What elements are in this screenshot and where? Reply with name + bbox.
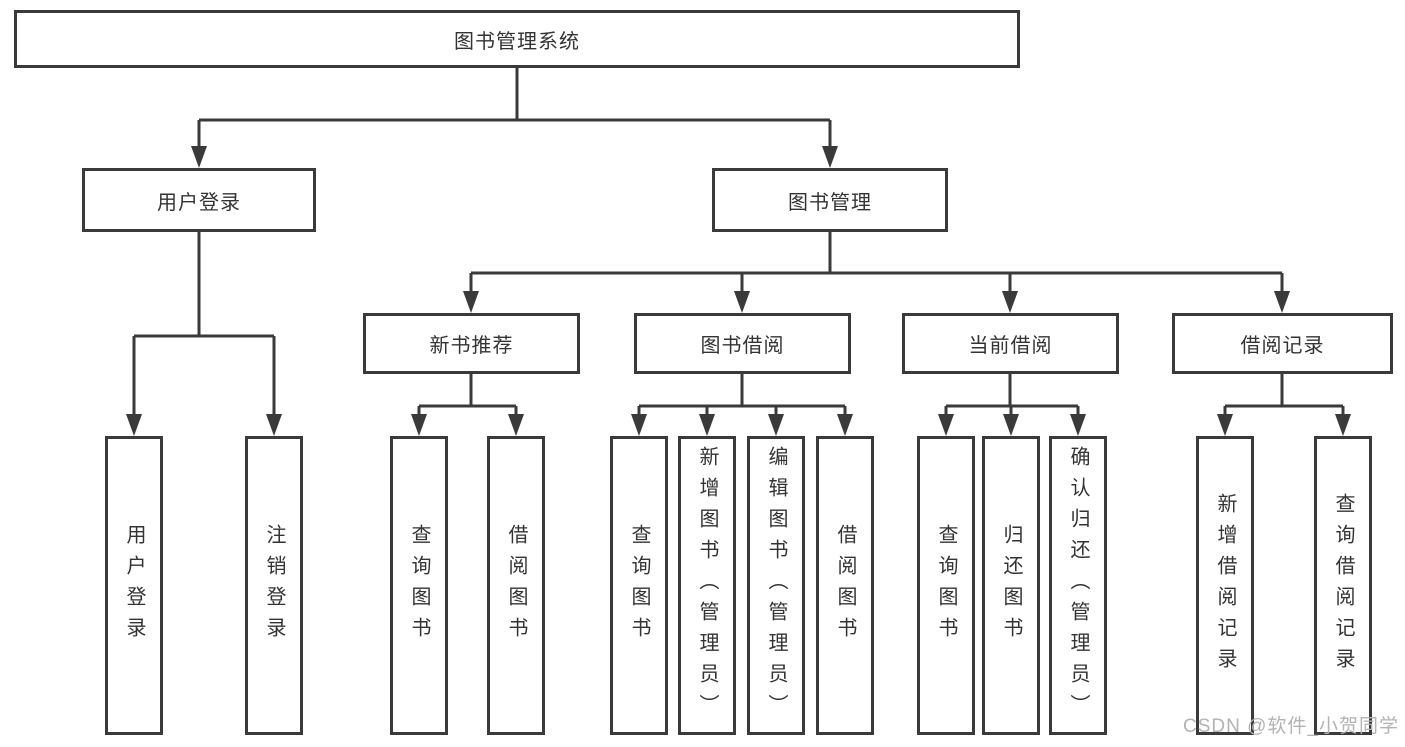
leaf-add-books-admin: 新增图书（管理员） — [678, 436, 736, 735]
leaf-return-books: 归还图书 — [982, 436, 1040, 735]
arrowheads-current-borrow — [938, 414, 1086, 436]
leaf-borrow-books: 借阅图书 — [816, 436, 874, 735]
arrowheads-book-management — [463, 291, 1290, 313]
node-user-login-label: 用户登录 — [157, 191, 241, 214]
leaf-query-borrow-record-label: 查询借阅记录 — [1332, 492, 1354, 679]
node-new-book-recommend: 新书推荐 — [363, 313, 580, 374]
node-book-borrow: 图书借阅 — [634, 313, 851, 374]
edges-current-borrow — [944, 374, 1080, 416]
leaf-add-borrow-record-label: 新增借阅记录 — [1214, 492, 1236, 679]
leaf-recommend-query-books: 查询图书 — [390, 436, 448, 735]
edges-user-login — [132, 232, 276, 416]
leaf-logout-label: 注销登录 — [263, 523, 285, 648]
leaf-return-books-label: 归还图书 — [1000, 523, 1022, 648]
node-root-label: 图书管理系统 — [454, 30, 580, 53]
arrowheads-borrow-records — [1217, 414, 1351, 436]
leaf-confirm-return-admin-label: 确认归还（管理员） — [1067, 446, 1089, 725]
arrowheads-user-login — [126, 414, 282, 436]
leaf-confirm-return-admin: 确认归还（管理员） — [1049, 436, 1107, 735]
node-book-management: 图书管理 — [712, 168, 948, 232]
arrowheads-new-book-recommend — [411, 414, 524, 436]
node-root: 图书管理系统 — [14, 10, 1020, 68]
leaf-user-login-label: 用户登录 — [123, 523, 145, 648]
node-new-book-recommend-label: 新书推荐 — [429, 335, 514, 357]
node-book-management-label: 图书管理 — [788, 191, 872, 214]
leaf-recommend-borrow-books-label: 借阅图书 — [505, 523, 527, 648]
node-borrow-records-label: 借阅记录 — [1240, 335, 1325, 357]
edges-book-management — [469, 232, 1284, 293]
leaf-borrow-query-books: 查询图书 — [610, 436, 668, 735]
edges-root — [197, 67, 832, 148]
leaf-borrow-query-books-label: 查询图书 — [628, 523, 650, 648]
leaf-edit-books-admin: 编辑图书（管理员） — [747, 436, 805, 735]
node-user-login: 用户登录 — [82, 168, 316, 232]
leaf-recommend-query-books-label: 查询图书 — [408, 523, 430, 648]
leaf-logout: 注销登录 — [245, 436, 303, 735]
leaf-query-borrow-record: 查询借阅记录 — [1314, 436, 1372, 735]
edges-book-borrow — [637, 374, 847, 416]
edges-borrow-records — [1223, 374, 1345, 416]
arrowheads-root — [191, 146, 838, 168]
edges-new-book-recommend — [417, 374, 518, 416]
leaf-add-borrow-record: 新增借阅记录 — [1196, 436, 1254, 735]
leaf-borrow-books-label: 借阅图书 — [834, 523, 856, 648]
node-current-borrow-label: 当前借阅 — [968, 335, 1053, 357]
leaf-edit-books-admin-label: 编辑图书（管理员） — [765, 446, 787, 725]
leaf-recommend-borrow-books: 借阅图书 — [487, 436, 545, 735]
leaf-user-login: 用户登录 — [105, 436, 163, 735]
leaf-current-query-books: 查询图书 — [917, 436, 975, 735]
node-current-borrow: 当前借阅 — [902, 313, 1119, 374]
node-borrow-records: 借阅记录 — [1172, 313, 1393, 374]
arrowheads-book-borrow — [631, 414, 853, 436]
leaf-current-query-books-label: 查询图书 — [935, 523, 957, 648]
leaf-add-books-admin-label: 新增图书（管理员） — [696, 446, 718, 725]
node-book-borrow-label: 图书借阅 — [700, 335, 785, 357]
